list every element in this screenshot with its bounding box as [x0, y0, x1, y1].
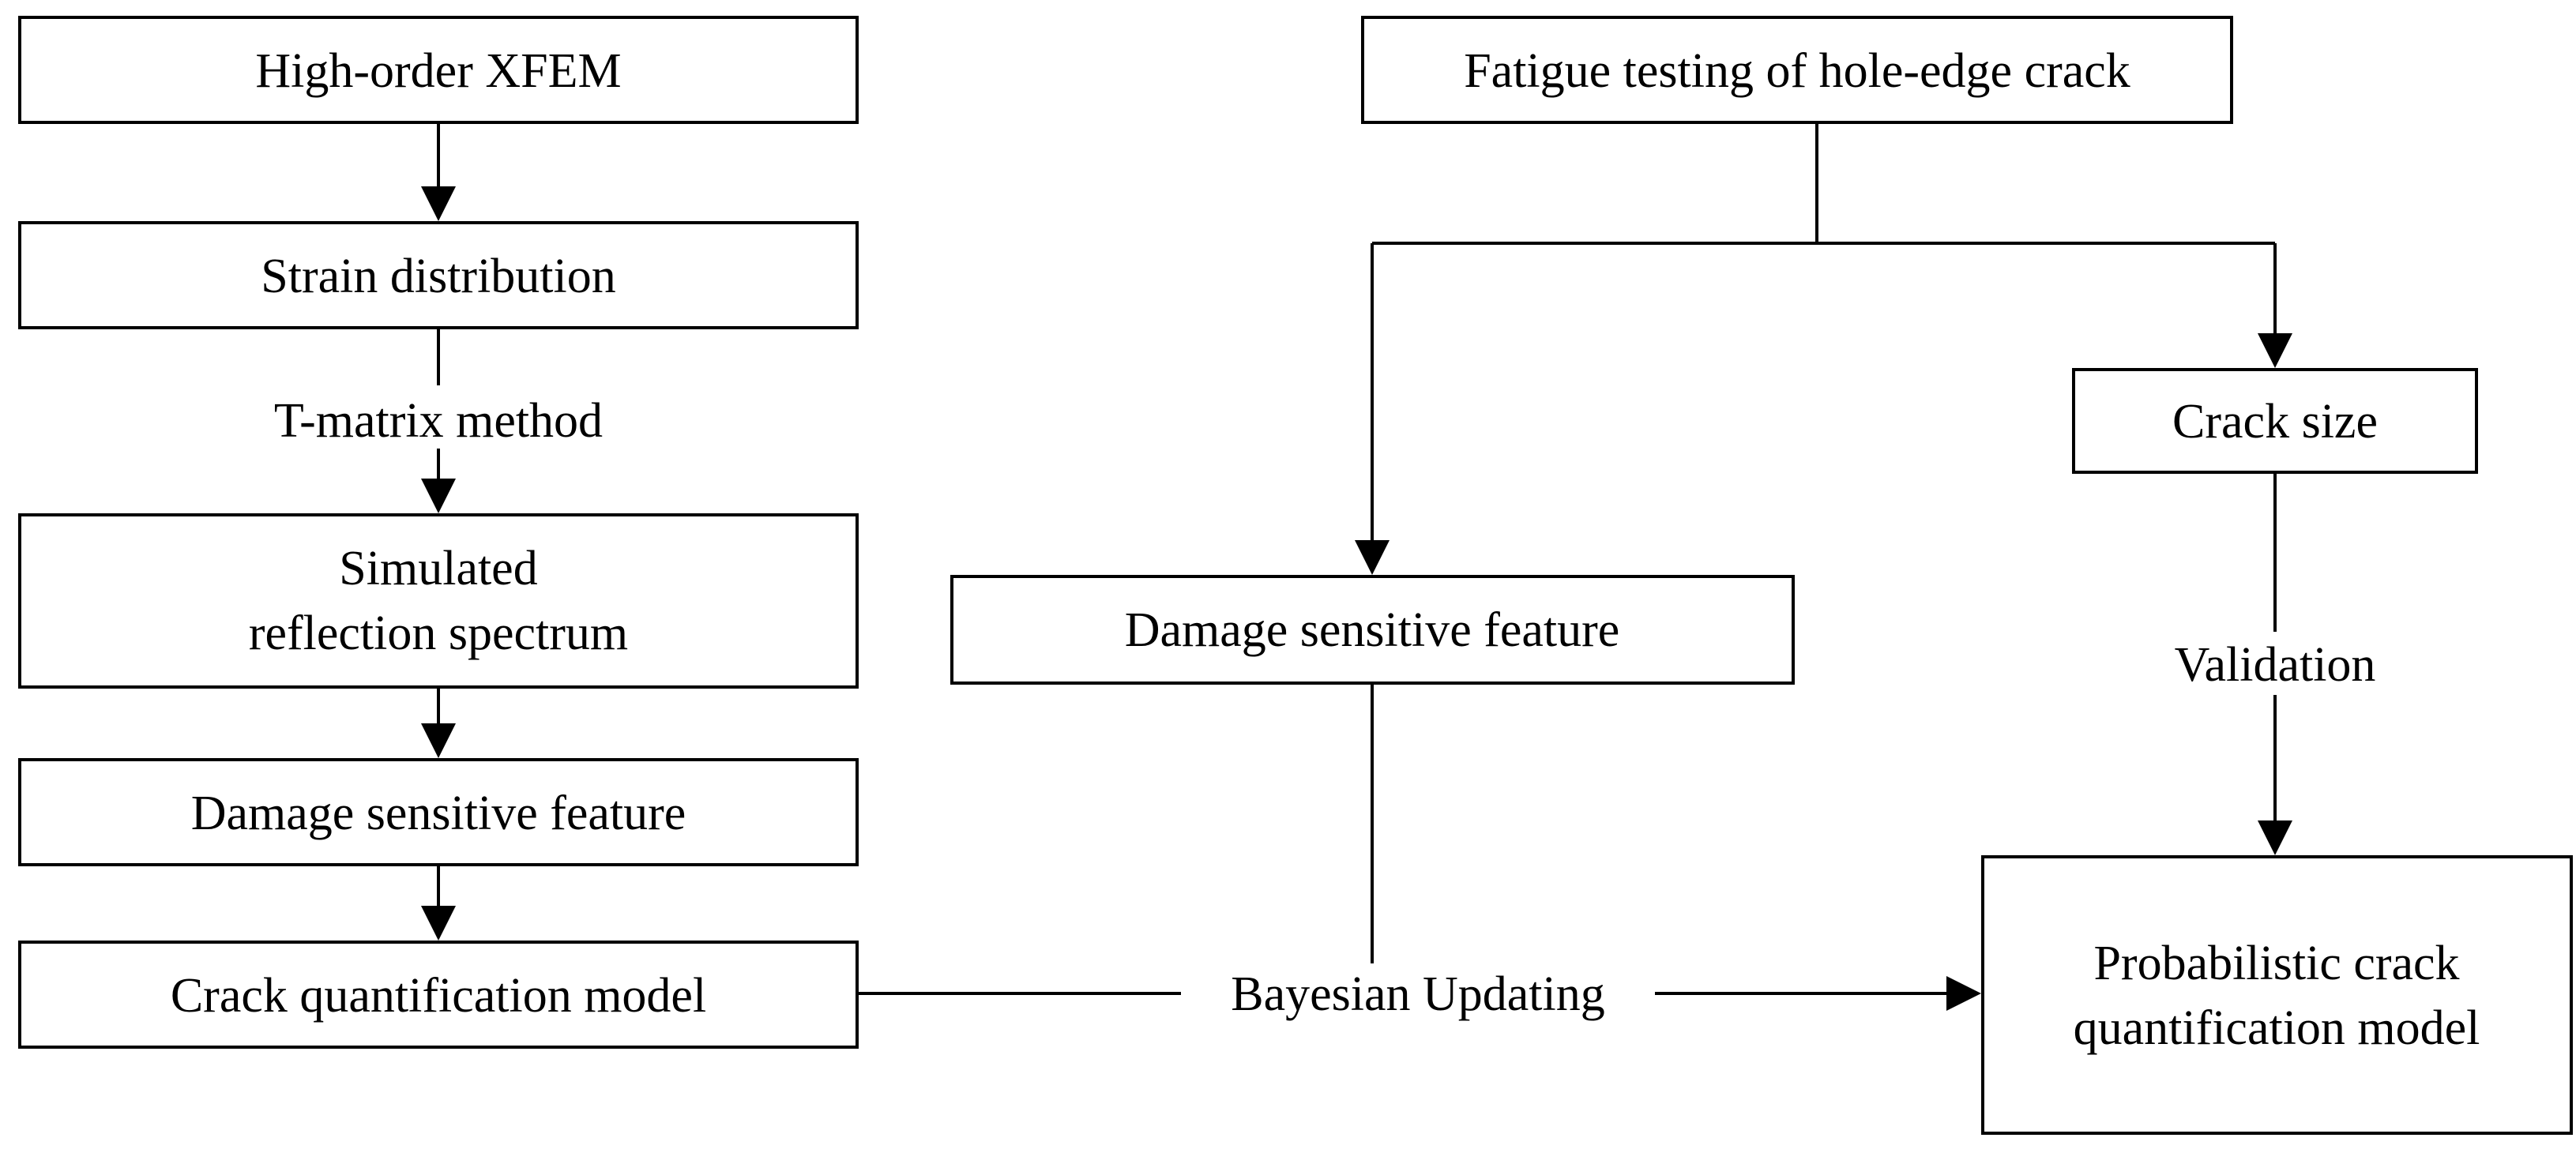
- node-simulated-reflection-spectrum-line2: reflection spectrum: [249, 606, 628, 660]
- edge-label-validation: Validation: [2175, 638, 2376, 692]
- node-damage-sensitive-feature-right-label: Damage sensitive feature: [1125, 603, 1620, 657]
- node-strain-distribution-label: Strain distribution: [261, 250, 616, 303]
- node-crack-quantification-model: Crack quantification model: [18, 941, 859, 1049]
- node-simulated-reflection-spectrum-line1: Simulated: [339, 542, 537, 595]
- node-crack-size: Crack size: [2072, 368, 2478, 474]
- edge-fatigue-to-crack-size: [2258, 243, 2292, 368]
- edge-xfem-to-strain: [421, 122, 456, 221]
- node-strain-distribution: Strain distribution: [18, 221, 859, 329]
- node-simulated-reflection-spectrum: Simulated reflection spectrum: [18, 513, 859, 689]
- node-fatigue-testing: Fatigue testing of hole-edge crack: [1361, 16, 2233, 124]
- edge-strain-to-spectrum: [421, 328, 456, 513]
- edge-label-t-matrix-method: T-matrix method: [274, 394, 603, 448]
- node-damage-sensitive-feature-left: Damage sensitive feature: [18, 758, 859, 866]
- edge-fatigue-to-feature-right: [1355, 243, 1390, 575]
- node-damage-sensitive-feature-left-label: Damage sensitive feature: [191, 787, 686, 840]
- edge-spectrum-to-feature: [421, 687, 456, 758]
- node-fatigue-testing-label: Fatigue testing of hole-edge crack: [1464, 44, 2130, 98]
- node-probabilistic-model-line2: quantification model: [2074, 1001, 2480, 1055]
- edge-feature-to-quant-model: [421, 865, 456, 941]
- node-high-order-xfem: High-order XFEM: [18, 16, 859, 124]
- edge-fatigue-split: [1372, 122, 2275, 245]
- edge-crack-size-to-probabilistic: [2258, 472, 2292, 855]
- node-damage-sensitive-feature-right: Damage sensitive feature: [950, 575, 1795, 685]
- edge-label-bayesian-updating: Bayesian Updating: [1231, 967, 1605, 1021]
- node-crack-quantification-model-label: Crack quantification model: [171, 969, 706, 1023]
- node-probabilistic-model: Probabilistic crack quantification model: [1981, 855, 2573, 1135]
- edge-quant-model-to-probabilistic: [857, 976, 1981, 1011]
- node-high-order-xfem-label: High-order XFEM: [255, 44, 621, 98]
- node-probabilistic-model-line1: Probabilistic crack: [2093, 937, 2459, 990]
- node-crack-size-label: Crack size: [2172, 395, 2378, 449]
